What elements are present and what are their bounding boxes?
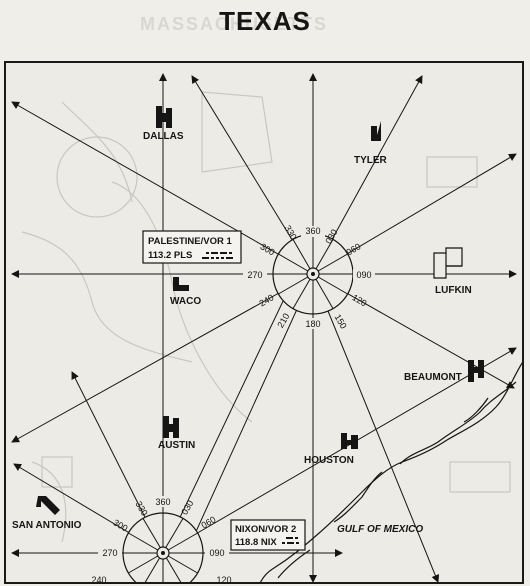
vor2-radials: [11, 73, 517, 557]
svg-text:360: 360: [305, 226, 320, 236]
water-label-gulf-of-mexico: GULF OF MEXICO: [337, 524, 423, 535]
background-map-texture: [21, 91, 511, 543]
map-frame: 360 030 060 090 120 150 180 210 240 270 …: [4, 61, 524, 584]
vor1-info-box: PALESTINE/VOR 1 113.2 PLS: [142, 230, 242, 264]
city-label-dallas: DALLAS: [143, 131, 184, 142]
svg-text:240: 240: [257, 292, 275, 308]
waco-airport-l-icon: [173, 277, 189, 291]
houston-airport-h-icon: [341, 433, 358, 449]
svg-text:113.2 PLS: 113.2 PLS: [148, 250, 192, 261]
svg-text:360: 360: [155, 497, 170, 507]
svg-text:PALESTINE/VOR 1: PALESTINE/VOR 1: [148, 236, 232, 247]
morse-code-icon: [202, 252, 233, 259]
city-label-tyler: TYLER: [354, 155, 388, 166]
svg-text:330: 330: [134, 499, 150, 517]
svg-text:NIXON/VOR 2: NIXON/VOR 2: [235, 524, 296, 535]
city-label-beaumont: BEAUMONT: [404, 372, 462, 383]
city-label-san-antonio: SAN ANTONIO: [12, 520, 82, 531]
svg-text:030: 030: [179, 498, 195, 516]
svg-text:270: 270: [247, 270, 262, 280]
vor1-compass-rose: 360 030 060 090 120 150 180 210 240 270 …: [243, 223, 375, 331]
vor1-radials: [11, 73, 517, 582]
svg-text:180: 180: [305, 319, 320, 329]
beaumont-airport-h-icon: [468, 360, 484, 382]
navigation-chart: 360 030 060 090 120 150 180 210 240 270 …: [11, 73, 522, 584]
vor2-compass-rose: 360 030 060 090 120 240 270 300 330: [91, 496, 232, 584]
city-label-lufkin: LUFKIN: [435, 285, 472, 296]
svg-text:300: 300: [258, 241, 276, 257]
lufkin-airport-outline-icon: [433, 247, 463, 279]
coastline: [259, 362, 522, 582]
svg-text:090: 090: [209, 548, 224, 558]
svg-text:120: 120: [350, 292, 368, 308]
ghost-title: MASSACHUSETTS: [140, 14, 329, 34]
map-title: TEXAS: [219, 6, 311, 36]
city-label-houston: HOUSTON: [304, 455, 354, 466]
svg-text:118.8 NIX: 118.8 NIX: [235, 537, 277, 548]
svg-text:270: 270: [102, 548, 117, 558]
dallas-airport-h-icon: [156, 106, 172, 128]
svg-text:060: 060: [344, 241, 362, 257]
tyler-airport-l-icon: [371, 121, 381, 141]
svg-text:240: 240: [91, 575, 106, 584]
svg-text:090: 090: [356, 270, 371, 280]
morse-code-icon: [282, 537, 299, 544]
san-antonio-airport-arrow-icon: [36, 496, 60, 515]
city-label-waco: WACO: [170, 296, 201, 307]
svg-text:120: 120: [216, 575, 231, 584]
city-label-austin: AUSTIN: [158, 440, 195, 451]
vor2-info-box: NIXON/VOR 2 118.8 NIX: [230, 519, 306, 551]
austin-airport-h-icon: [163, 416, 179, 438]
